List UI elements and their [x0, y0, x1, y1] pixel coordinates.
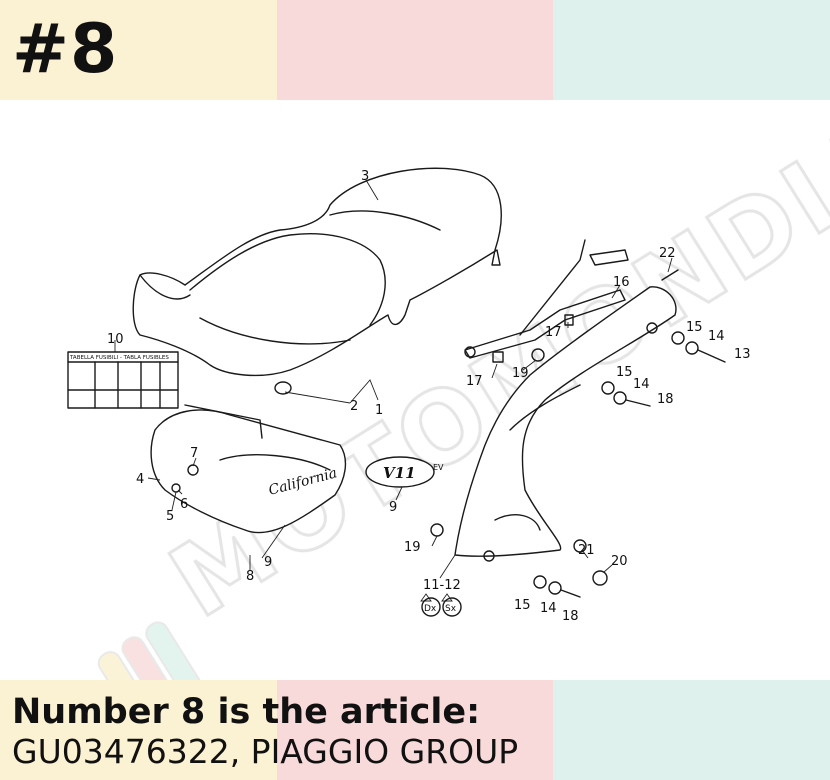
marker-sx: Sx — [445, 604, 457, 614]
caption-band-pink — [276, 680, 554, 780]
fuse-label: TABELLA FUSIBILI - TABLA FUSIBLES — [67, 351, 179, 409]
caption-band-cream — [0, 680, 277, 780]
callout-9-cover: 9 — [264, 555, 272, 570]
exploded-parts-diagram: MOTOMONDIA TABELLA FUSIBILI - TABLA FUSI… — [67, 100, 830, 680]
caption-band — [0, 680, 830, 780]
marker-dx: Dx — [424, 604, 437, 614]
callout-17-lower: 17 — [466, 374, 483, 389]
header-band — [0, 0, 830, 100]
callout-16: 16 — [613, 275, 630, 290]
emblem: V11 EV — [365, 456, 444, 488]
caption-band-mint — [553, 680, 830, 780]
header-band-cream — [0, 0, 277, 100]
callout-19-upper: 19 — [512, 366, 529, 381]
callout-4: 4 — [136, 472, 144, 487]
callout-13: 13 — [734, 347, 751, 362]
fuse-label-title: TABELLA FUSIBILI - TABLA FUSIBLES — [69, 355, 169, 361]
callout-14-lower: 14 — [540, 601, 557, 616]
caption-title: Number 8 is the article: — [12, 692, 481, 732]
side-fairing — [454, 286, 677, 557]
header-band-mint — [553, 0, 830, 100]
callout-1: 1 — [375, 403, 383, 418]
callout-2: 2 — [350, 399, 358, 414]
leader-lines — [114, 179, 673, 579]
emblem-text: V11 — [383, 464, 416, 482]
callout-7: 7 — [190, 446, 198, 461]
callout-8: 8 — [246, 569, 254, 584]
callouts: 3 2 1 10 4 7 5 6 9 8 9 22 16 17 17 19 15… — [107, 169, 751, 624]
callout-15-lower: 15 — [514, 598, 531, 613]
header-band-pink — [276, 0, 554, 100]
callout-18-lower: 18 — [562, 609, 579, 624]
callout-3: 3 — [361, 169, 369, 184]
emblem-suffix: EV — [433, 463, 444, 472]
part-number-heading: #8 — [12, 10, 119, 89]
callout-19-lower: 19 — [404, 540, 421, 555]
rear-frame-bracket — [464, 239, 629, 359]
callout-15-upper: 15 — [686, 320, 703, 335]
callout-5: 5 — [166, 509, 174, 524]
side-markers: Dx Sx — [420, 593, 462, 617]
callout-17-upper: 17 — [545, 325, 562, 340]
callout-11-12: 11-12 — [423, 578, 461, 593]
callout-14-upper: 14 — [708, 329, 725, 344]
callout-22: 22 — [659, 246, 676, 261]
callout-20: 20 — [611, 554, 628, 569]
callout-14-middle: 14 — [633, 377, 650, 392]
callout-15-middle: 15 — [616, 365, 633, 380]
callout-6: 6 — [180, 497, 188, 512]
callout-9-emblem: 9 — [389, 500, 397, 515]
callout-10: 10 — [107, 332, 124, 347]
callout-21: 21 — [578, 543, 595, 558]
caption-article: GU03476322, PIAGGIO GROUP — [12, 732, 519, 771]
side-cover-left: California — [150, 404, 347, 534]
seat — [132, 167, 502, 395]
hardware — [171, 269, 726, 598]
callout-18-upper: 18 — [657, 392, 674, 407]
